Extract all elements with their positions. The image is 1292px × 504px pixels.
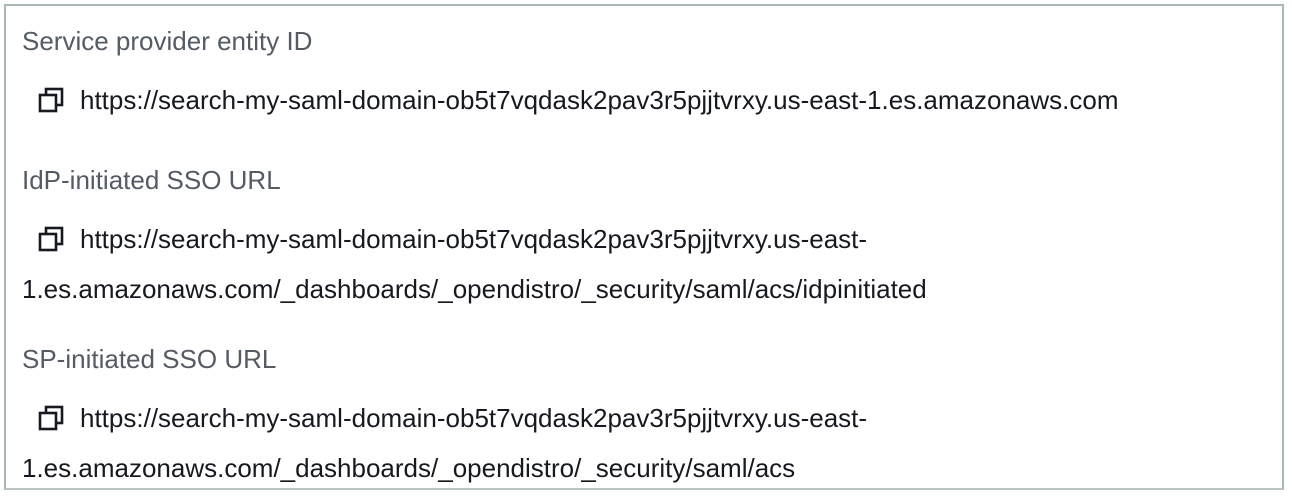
idp-sso-url-text-line1: https://search-my-saml-domain-ob5t7vqdas… (80, 224, 868, 254)
value-line: https://search-my-saml-domain-ob5t7vqdas… (22, 75, 1119, 125)
sp-sso-url-text-line2: 1.es.amazonaws.com/_dashboards/_opendist… (22, 453, 796, 483)
value-line: https://search-my-saml-domain-ob5t7vqdas… (22, 393, 867, 443)
field-label-sp-sso-url: SP-initiated SSO URL (22, 344, 277, 374)
copy-icon (38, 226, 64, 252)
value-line: https://search-my-saml-domain-ob5t7vqdas… (22, 214, 927, 264)
copy-entity-id-button[interactable] (38, 87, 64, 113)
copy-idp-sso-url-button[interactable] (38, 226, 64, 252)
value-line: 1.es.amazonaws.com/_dashboards/_opendist… (22, 264, 927, 314)
copy-icon (38, 405, 64, 431)
copy-icon (38, 87, 64, 113)
field-value-entity-id: https://search-my-saml-domain-ob5t7vqdas… (22, 75, 1119, 125)
copy-sp-sso-url-button[interactable] (38, 405, 64, 431)
entity-id-text: https://search-my-saml-domain-ob5t7vqdas… (80, 85, 1119, 115)
field-label-entity-id: Service provider entity ID (22, 26, 313, 56)
idp-sso-url-text-line2: 1.es.amazonaws.com/_dashboards/_opendist… (22, 274, 927, 304)
value-line: 1.es.amazonaws.com/_dashboards/_opendist… (22, 443, 867, 493)
field-value-idp-sso-url: https://search-my-saml-domain-ob5t7vqdas… (22, 214, 927, 314)
saml-urls-panel: Service provider entity ID https://searc… (4, 4, 1284, 490)
field-value-sp-sso-url: https://search-my-saml-domain-ob5t7vqdas… (22, 393, 867, 493)
field-label-idp-sso-url: IdP-initiated SSO URL (22, 165, 281, 195)
sp-sso-url-text-line1: https://search-my-saml-domain-ob5t7vqdas… (80, 403, 868, 433)
